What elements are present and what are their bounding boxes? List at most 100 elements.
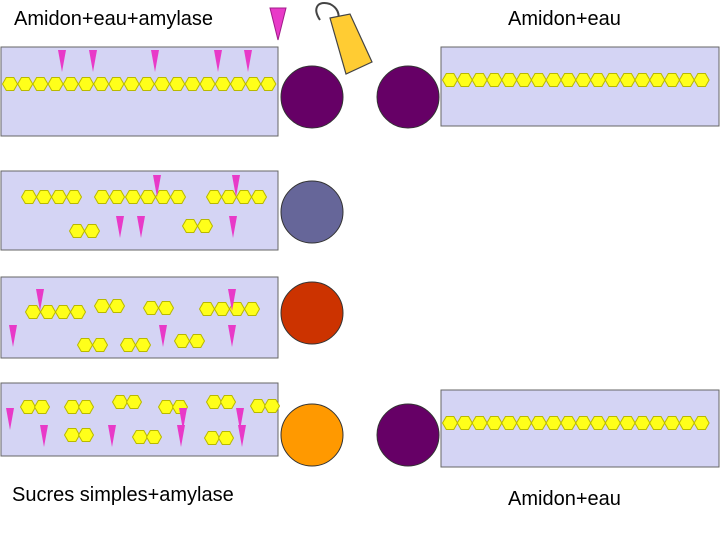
- glucose-hexagon-icon: [545, 416, 562, 430]
- glucose-hexagon-icon: [693, 73, 710, 87]
- amylase-wedge-icon: [36, 289, 44, 311]
- glucose-hexagon-icon: [134, 338, 152, 352]
- glucose-hexagon-icon: [54, 305, 72, 319]
- glucose-hexagon-icon: [486, 73, 503, 87]
- glucose-hexagon-icon: [63, 400, 81, 414]
- label-simple-sugars-amylase: Sucres simples+amylase: [12, 484, 234, 506]
- amylase-wedge-icon: [6, 408, 14, 430]
- glucose-hexagon-icon: [471, 416, 488, 430]
- glucose-hexagon-icon: [119, 338, 137, 352]
- iodine-result-circle-3: [280, 281, 344, 345]
- glucose-hexagon-icon: [235, 190, 253, 204]
- glucose-hexagon-icon: [693, 416, 710, 430]
- glucose-hexagon-icon: [205, 395, 223, 409]
- glucose-hexagon-icon: [515, 73, 533, 87]
- glucose-hexagon-icon: [77, 400, 95, 414]
- glucose-hexagon-icon: [138, 77, 155, 91]
- amylase-wedge-icon: [269, 7, 287, 41]
- iodine-control-circle-1: [376, 65, 440, 129]
- glucose-hexagon-icon: [649, 73, 666, 87]
- glucose-hexagon-icon: [649, 416, 666, 430]
- glucose-hexagon-icon: [604, 416, 621, 430]
- glucose-hexagon-icon: [203, 431, 221, 445]
- glucose-hexagon-icon: [111, 395, 129, 409]
- panel-3-dextrins: [0, 276, 279, 359]
- glucose-hexagon-icon: [678, 416, 695, 430]
- glucose-hexagon-icon: [441, 416, 459, 430]
- glucose-hexagon-icon: [108, 190, 126, 204]
- amylase-wedge-icon: [179, 408, 187, 430]
- glucose-hexagon-icon: [76, 338, 94, 352]
- glucose-hexagon-icon: [515, 416, 533, 430]
- amylase-wedge-icon: [153, 175, 161, 197]
- glucose-hexagon-icon: [263, 399, 281, 413]
- glucose-hexagon-icon: [228, 302, 246, 316]
- glucose-hexagon-icon: [530, 416, 547, 430]
- amylase-wedge-icon: [244, 50, 252, 72]
- glucose-hexagon-icon: [19, 400, 37, 414]
- glucose-hexagon-icon: [173, 334, 191, 348]
- glucose-hexagon-icon: [260, 77, 277, 91]
- glucose-hexagon-icon: [68, 224, 86, 238]
- panel-background: [0, 170, 279, 251]
- panel-4-simple-sugars: [0, 382, 281, 457]
- glucose-hexagon-icon: [93, 190, 111, 204]
- glucose-hexagon-icon: [69, 305, 87, 319]
- amylase-wedge-icon: [151, 50, 159, 72]
- panel-2-partial-hydrolysis: [0, 170, 279, 251]
- amylase-wedge-icon: [108, 425, 116, 447]
- glucose-hexagon-icon: [560, 416, 577, 430]
- glucose-hexagon-icon: [77, 428, 95, 442]
- glucose-hexagon-icon: [47, 77, 64, 91]
- glucose-hexagon-icon: [678, 73, 695, 87]
- glucose-hexagon-icon: [184, 77, 201, 91]
- glucose-hexagon-icon: [214, 77, 231, 91]
- glucose-hexagon-icon: [205, 190, 223, 204]
- glucose-hexagon-icon: [32, 77, 49, 91]
- glucose-hexagon-icon: [93, 77, 110, 91]
- glucose-hexagon-icon: [65, 190, 83, 204]
- glucose-hexagon-icon: [181, 219, 199, 233]
- glucose-hexagon-icon: [213, 302, 231, 316]
- glucose-hexagon-icon: [153, 77, 171, 91]
- glucose-hexagon-icon: [20, 190, 38, 204]
- glucose-hexagon-icon: [91, 338, 109, 352]
- glucose-hexagon-icon: [575, 73, 592, 87]
- glucose-hexagon-icon: [619, 416, 636, 430]
- glucose-hexagon-icon: [217, 431, 235, 445]
- glucose-hexagon-icon: [169, 190, 187, 204]
- amylase-wedge-icon: [116, 216, 124, 238]
- glucose-hexagon-icon: [83, 224, 101, 238]
- glucose-hexagon-icon: [77, 77, 95, 91]
- amylase-wedge-icon: [238, 425, 246, 447]
- glucose-hexagon-icon: [634, 416, 651, 430]
- glucose-hexagon-icon: [471, 73, 488, 87]
- glucose-hexagon-icon: [575, 416, 592, 430]
- glucose-hexagon-icon: [142, 301, 160, 315]
- iodine-result-circle-2: [280, 180, 344, 244]
- amylase-wedge-icon: [89, 50, 97, 72]
- glucose-hexagon-icon: [199, 77, 216, 91]
- bottle-body: [329, 13, 373, 75]
- glucose-hexagon-icon: [530, 73, 547, 87]
- glucose-hexagon-icon: [154, 190, 172, 204]
- amylase-wedge-icon: [159, 325, 167, 347]
- glucose-hexagon-icon: [157, 301, 175, 315]
- glucose-hexagon-icon: [486, 416, 503, 430]
- dropper-bottle-icon: [315, 2, 373, 75]
- label-starch-water-bottom: Amidon+eau: [508, 488, 621, 510]
- glucose-hexagon-icon: [125, 395, 143, 409]
- glucose-hexagon-icon: [560, 73, 577, 87]
- glucose-hexagon-icon: [108, 299, 126, 313]
- glucose-hexagon-icon: [250, 190, 268, 204]
- glucose-hexagon-icon: [139, 190, 157, 204]
- amylase-wedge-icon: [137, 216, 145, 238]
- iodine-result-circle-1: [280, 65, 344, 129]
- glucose-hexagon-icon: [589, 416, 607, 430]
- glucose-hexagon-icon: [545, 73, 562, 87]
- glucose-hexagon-icon: [501, 73, 518, 87]
- glucose-hexagon-icon: [198, 302, 216, 316]
- glucose-hexagon-icon: [157, 400, 175, 414]
- glucose-hexagon-icon: [1, 77, 19, 91]
